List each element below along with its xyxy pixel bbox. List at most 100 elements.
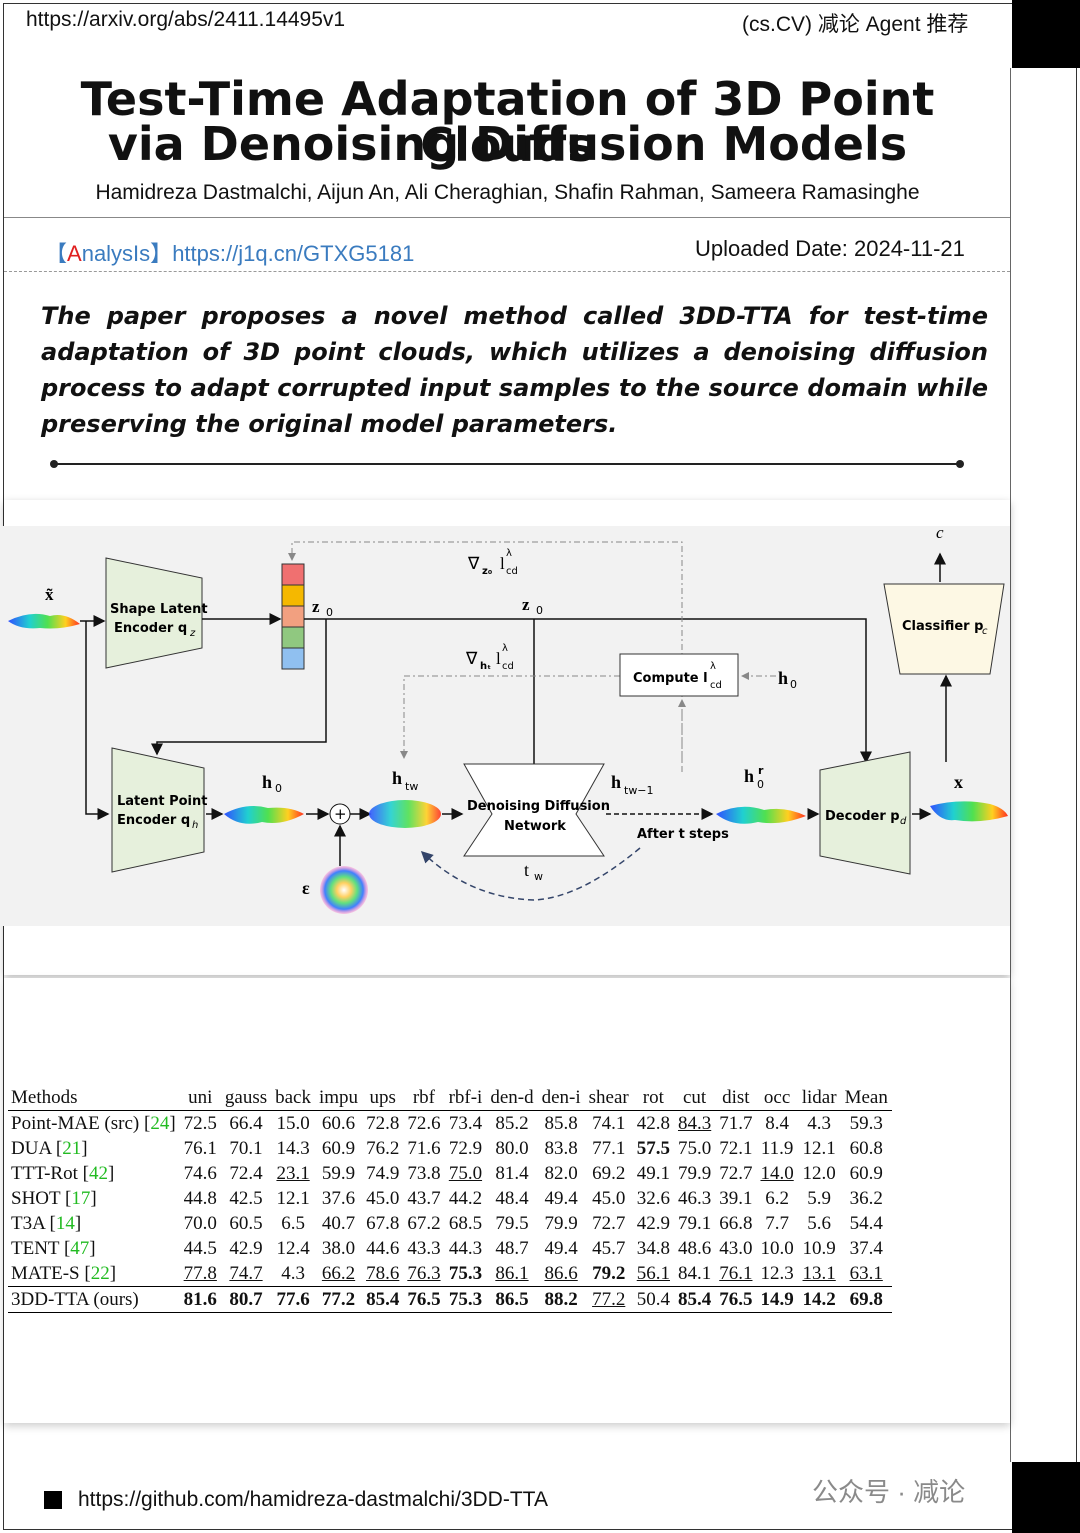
value-cell: 43.0 bbox=[719, 1237, 753, 1259]
value-cell: 74.6 bbox=[183, 1162, 217, 1184]
htw1-sub: tw−1 bbox=[624, 784, 654, 797]
value-cell: 38.0 bbox=[321, 1237, 356, 1259]
shape-encoder-sub: z bbox=[189, 628, 196, 639]
paper-summary: The paper proposes a novel method called… bbox=[41, 302, 988, 438]
h0-sub: 0 bbox=[275, 782, 282, 795]
value-cell: 57.5 bbox=[636, 1137, 670, 1159]
value-cell: 77.2 bbox=[315, 1286, 363, 1313]
value-cell: 68.5 bbox=[448, 1212, 483, 1234]
value-cell: 14.9 bbox=[756, 1286, 798, 1313]
value-cell: 11.9 bbox=[760, 1137, 794, 1159]
value-cell: 4.3 bbox=[281, 1262, 305, 1284]
h0r-sup: r bbox=[758, 764, 764, 777]
value-cell: 44.2 bbox=[448, 1187, 483, 1209]
value-cell: 63.1 bbox=[849, 1262, 883, 1284]
value-cell: 74.1 bbox=[592, 1112, 626, 1134]
value-cell: 42.9 bbox=[636, 1212, 670, 1234]
grad-z-lambda: λ bbox=[506, 548, 512, 559]
value-cell: 44.6 bbox=[366, 1237, 400, 1259]
classifier-sub: c bbox=[982, 626, 988, 637]
value-cell: 88.2 bbox=[537, 1286, 585, 1313]
compute-lambda: λ bbox=[710, 661, 716, 672]
value-cell: 44.3 bbox=[448, 1237, 483, 1259]
value-cell: 78.6 bbox=[366, 1262, 400, 1284]
analysis-url[interactable]: https://j1q.cn/GTXG5181 bbox=[172, 241, 415, 266]
value-cell: 82.0 bbox=[544, 1162, 578, 1184]
value-cell: 23.1 bbox=[276, 1162, 310, 1184]
citation-link[interactable]: 24 bbox=[150, 1112, 170, 1134]
column-header: rot bbox=[632, 1085, 674, 1111]
column-header: cut bbox=[673, 1085, 716, 1111]
ddn-line1: Denoising Diffusion bbox=[467, 799, 610, 814]
value-cell: 7.7 bbox=[765, 1212, 789, 1234]
value-cell: 48.4 bbox=[495, 1187, 529, 1209]
watermark: 公众号 · 减论 bbox=[812, 1477, 966, 1507]
citation-link[interactable]: 42 bbox=[88, 1162, 108, 1184]
h0-input-label: h bbox=[778, 668, 788, 688]
value-cell: 84.1 bbox=[677, 1262, 712, 1284]
value-cell: 72.4 bbox=[229, 1162, 263, 1184]
compute-label: Compute l bbox=[633, 671, 708, 686]
column-header: lidar bbox=[797, 1085, 841, 1111]
method-cell: 3DD-TTA (ours) bbox=[8, 1286, 180, 1313]
ddn-line2: Network bbox=[504, 819, 566, 834]
value-cell: 59.3 bbox=[849, 1112, 883, 1134]
column-header: rbf-i bbox=[444, 1085, 487, 1111]
analysis-link-row[interactable]: 【AnalysIs】https://j1q.cn/GTXG5181 bbox=[45, 236, 414, 268]
analysis-label: nalysIs】 bbox=[81, 241, 173, 266]
method-cell: MATE-S [22] bbox=[11, 1262, 117, 1284]
value-cell: 56.1 bbox=[636, 1262, 670, 1284]
value-cell: 71.7 bbox=[719, 1112, 753, 1134]
analysis-bracket: 【 bbox=[45, 241, 68, 266]
value-cell: 59.9 bbox=[321, 1162, 356, 1184]
value-cell: 37.6 bbox=[321, 1187, 356, 1209]
after-steps-label: After t bbox=[637, 827, 685, 842]
github-link[interactable]: https://github.com/hamidreza-dastmalchi/… bbox=[78, 1488, 548, 1511]
value-cell: 12.0 bbox=[802, 1162, 836, 1184]
h0-point-cloud bbox=[224, 806, 304, 824]
value-cell: 42.5 bbox=[229, 1187, 263, 1209]
citation-link[interactable]: 14 bbox=[55, 1212, 75, 1234]
value-cell: 45.0 bbox=[366, 1187, 400, 1209]
value-cell: 72.1 bbox=[719, 1137, 753, 1159]
value-cell: 45.0 bbox=[592, 1187, 626, 1209]
arxiv-url[interactable]: https://arxiv.org/abs/2411.14495v1 bbox=[26, 8, 346, 31]
value-cell: 49.4 bbox=[544, 1187, 578, 1209]
value-cell: 60.9 bbox=[849, 1162, 883, 1184]
value-cell: 70.1 bbox=[229, 1137, 263, 1159]
value-cell: 69.8 bbox=[840, 1286, 892, 1313]
value-cell: 60.9 bbox=[321, 1137, 356, 1159]
citation-link[interactable]: 17 bbox=[71, 1187, 91, 1209]
value-cell: 43.7 bbox=[407, 1187, 441, 1209]
value-cell: 12.4 bbox=[276, 1237, 310, 1259]
citation-link[interactable]: 21 bbox=[62, 1137, 82, 1159]
value-cell: 4.3 bbox=[807, 1112, 832, 1134]
value-cell: 77.2 bbox=[584, 1286, 633, 1313]
grad-h-lcd-sub: cd bbox=[502, 661, 514, 672]
value-cell: 81.6 bbox=[179, 1286, 221, 1313]
latent-z-stack bbox=[281, 563, 305, 670]
divider-dashed bbox=[4, 271, 1010, 272]
citation-link[interactable]: 22 bbox=[90, 1262, 110, 1284]
bullet-square bbox=[44, 1491, 62, 1509]
citation-link[interactable]: 47 bbox=[70, 1237, 90, 1259]
grad-h-label: ∇ bbox=[465, 649, 478, 668]
compute-lcd-box bbox=[619, 653, 739, 697]
value-cell: 85.8 bbox=[544, 1112, 578, 1134]
corner-block bbox=[1012, 0, 1080, 68]
value-cell: 79.5 bbox=[495, 1212, 529, 1234]
value-cell: 10.0 bbox=[760, 1237, 794, 1259]
decoder-sub: d bbox=[900, 816, 907, 827]
value-cell: 42.8 bbox=[636, 1112, 670, 1134]
column-header: uni bbox=[179, 1085, 221, 1111]
method-cell: Point-MAE (src) [24] bbox=[11, 1112, 176, 1134]
value-cell: 79.9 bbox=[544, 1212, 578, 1234]
value-cell: 44.8 bbox=[183, 1187, 217, 1209]
method-cell: T3A [14] bbox=[11, 1212, 82, 1234]
grad-h-lcd: l bbox=[496, 649, 501, 668]
h0r-sub: 0 bbox=[757, 778, 764, 791]
